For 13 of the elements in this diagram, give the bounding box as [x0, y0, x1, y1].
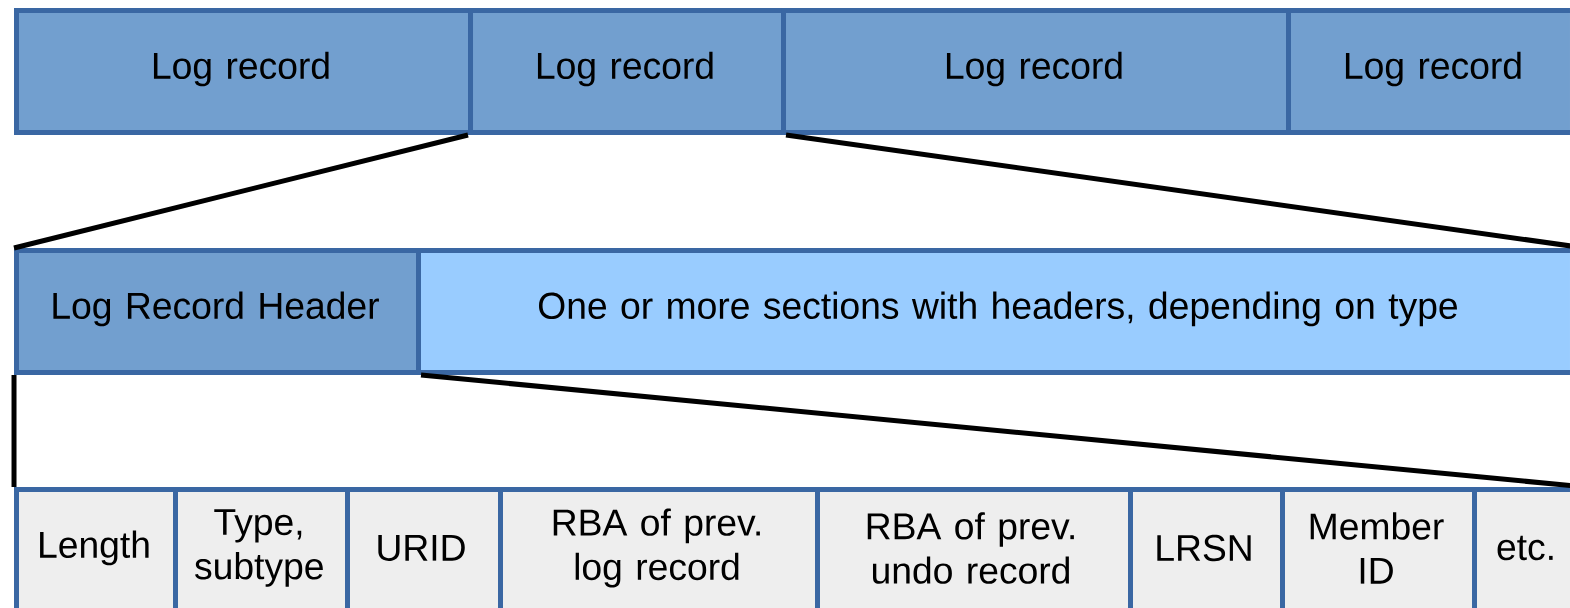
sections-block: One or more sections with headers, depending on type — [416, 248, 1570, 375]
field-cell: Length — [14, 487, 178, 608]
header-block: Log Record Header — [14, 248, 421, 375]
zoom-line — [11, 375, 17, 487]
log-record-block: Log record — [781, 8, 1291, 135]
field-cell: Type, subtype — [173, 487, 350, 608]
zoom-line — [13, 132, 469, 251]
field-cell: LRSN — [1128, 487, 1285, 608]
log-record-block: Log record — [468, 8, 786, 135]
field-cell: URID — [345, 487, 503, 608]
zoom-line — [420, 372, 1570, 490]
log-record-block: Log record — [14, 8, 473, 135]
log-record-block: Log record — [1286, 8, 1570, 135]
